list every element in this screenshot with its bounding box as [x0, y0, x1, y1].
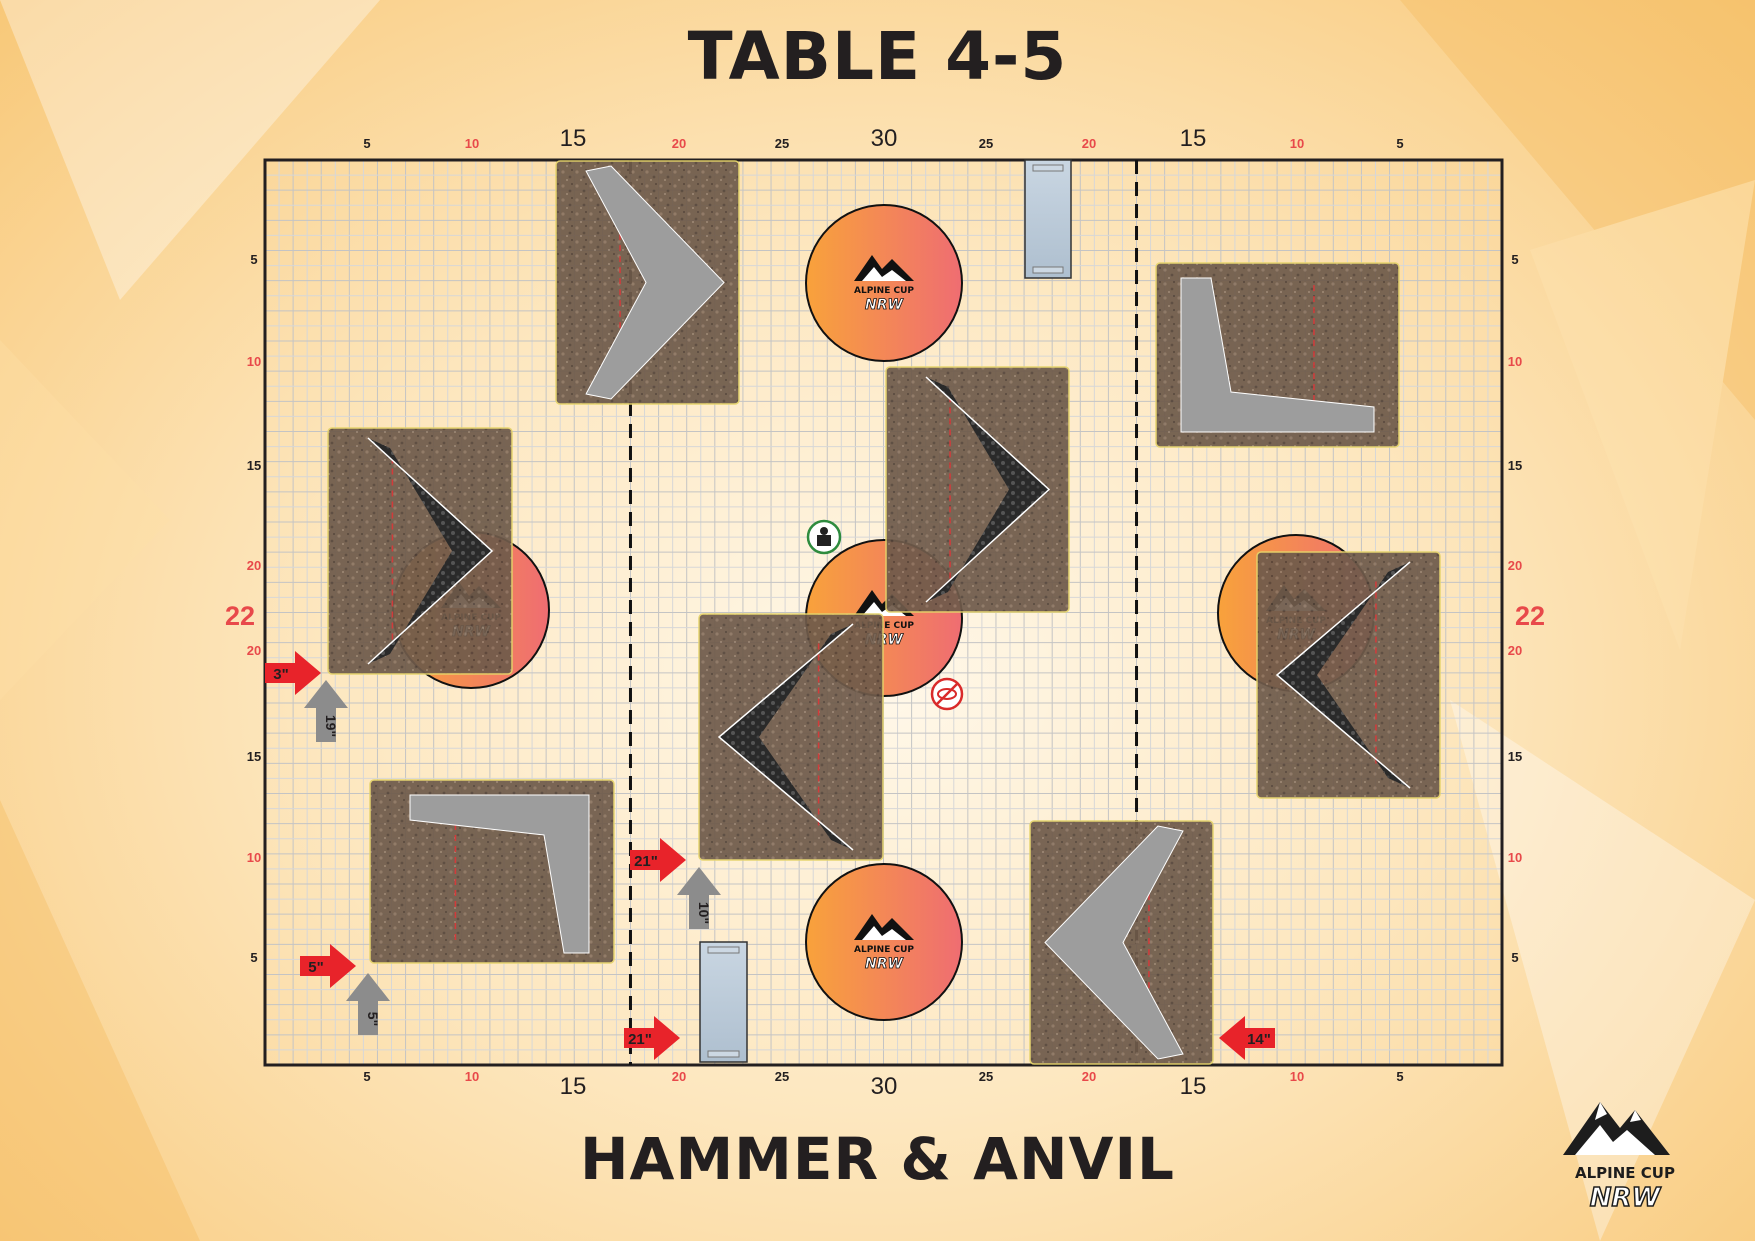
- bottom-ruler-tick: 10: [465, 1069, 479, 1084]
- bottom-ruler-tick: 5: [363, 1069, 370, 1084]
- measurement-label: 21": [628, 1031, 652, 1048]
- ruin-left-upper: [327, 427, 513, 675]
- measure-3-arrow: 3": [265, 651, 321, 695]
- right-ruler-tick: 20: [1508, 558, 1522, 573]
- top-ruler-tick: 15: [560, 125, 587, 152]
- bottom-ruler-tick: 30: [871, 1073, 898, 1100]
- ruin-right-lower: [1256, 551, 1441, 799]
- measure-21a-arrow: 21": [630, 838, 686, 882]
- left-ruler-tick: 10: [247, 850, 261, 865]
- objective-label: ALPINE CUP: [854, 286, 914, 296]
- bottom-ruler-tick: 25: [775, 1069, 789, 1084]
- ruin-bottom-right: [1029, 820, 1214, 1065]
- board-border: [263, 158, 1504, 1067]
- measurement-label: 5": [365, 1012, 381, 1026]
- right-ruler-tick: 22: [1515, 601, 1545, 631]
- brand-line2: NRW: [1590, 1183, 1662, 1213]
- left-ruler-tick: 20: [247, 558, 261, 573]
- brand-line1: ALPINE CUP: [1575, 1164, 1675, 1182]
- objective-label: ALPINE CUP: [854, 945, 914, 955]
- top-ruler-tick: 30: [871, 125, 898, 152]
- top-ruler-tick: 25: [979, 136, 993, 151]
- ruin-center-upper: [885, 366, 1070, 613]
- left-ruler-tick: 10: [247, 354, 261, 369]
- tank-bottom: [699, 941, 748, 1063]
- measurement-label: 14": [1247, 1031, 1271, 1048]
- bottom-ruler-tick: 20: [1082, 1069, 1096, 1084]
- top-ruler-tick: 10: [1290, 136, 1304, 151]
- tank-top: [1024, 159, 1072, 279]
- measurement-label: 3": [273, 666, 288, 683]
- measure-5b-arrow: 5": [346, 973, 390, 1035]
- objective-mountain-icon: [854, 914, 914, 940]
- right-ruler-tick: 10: [1508, 354, 1522, 369]
- left-ruler-tick: 5: [250, 950, 257, 965]
- page-title: TABLE 4-5: [687, 18, 1068, 95]
- left-ruler-tick: 22: [225, 601, 255, 631]
- right-ruler-tick: 15: [1508, 749, 1522, 764]
- top-ruler-tick: 20: [672, 136, 686, 151]
- bottom-ruler-tick: 5: [1396, 1069, 1403, 1084]
- measure-19-arrow: 19": [304, 680, 348, 742]
- measurement-label: 19": [323, 715, 339, 737]
- left-ruler-tick: 5: [250, 252, 257, 267]
- ruin-center-lower: [698, 613, 884, 861]
- ruin-right-upper: [1155, 262, 1400, 448]
- bottom-ruler-tick: 25: [979, 1069, 993, 1084]
- right-ruler-tick: 5: [1511, 252, 1518, 267]
- top-ruler-tick: 5: [1396, 136, 1403, 151]
- bottom-ruler-tick: 20: [672, 1069, 686, 1084]
- ruin-top-left: [555, 160, 740, 405]
- left-ruler-tick: 15: [247, 749, 261, 764]
- objective-label: ALPINE CUP: [854, 621, 914, 631]
- unit-marker-icon: [806, 519, 842, 555]
- objective-mountain-icon: [854, 255, 914, 281]
- line-of-sight-blocked-icon: [930, 677, 964, 711]
- measurement-label: 5": [308, 959, 323, 976]
- bottom-ruler-tick: 10: [1290, 1069, 1304, 1084]
- measure-10-arrow: 10": [677, 867, 721, 929]
- right-ruler-tick: 15: [1508, 458, 1522, 473]
- ruin-left-lower: [369, 779, 615, 964]
- bottom-ruler-tick: 15: [560, 1073, 587, 1100]
- mission-name: HAMMER & ANVIL: [580, 1125, 1175, 1193]
- right-ruler-tick: 10: [1508, 850, 1522, 865]
- top-ruler-tick: 20: [1082, 136, 1096, 151]
- objective-badge: NRW: [865, 956, 903, 972]
- measurement-label: 21": [634, 853, 658, 870]
- measurement-label: 10": [696, 902, 712, 924]
- right-ruler-tick: 5: [1511, 950, 1518, 965]
- top-ruler-tick: 10: [465, 136, 479, 151]
- left-ruler-tick: 20: [247, 643, 261, 658]
- top-ruler-tick: 25: [775, 136, 789, 151]
- top-ruler-tick: 5: [363, 136, 370, 151]
- top-ruler-tick: 15: [1180, 125, 1207, 152]
- left-ruler-tick: 15: [247, 458, 261, 473]
- right-ruler-tick: 20: [1508, 643, 1522, 658]
- bottom-ruler-tick: 15: [1180, 1073, 1207, 1100]
- measure-5a-arrow: 5": [300, 944, 356, 988]
- measure-21b-arrow: 21": [624, 1016, 680, 1060]
- objective-badge: NRW: [865, 297, 903, 313]
- measure-14-arrow: 14": [1219, 1016, 1275, 1060]
